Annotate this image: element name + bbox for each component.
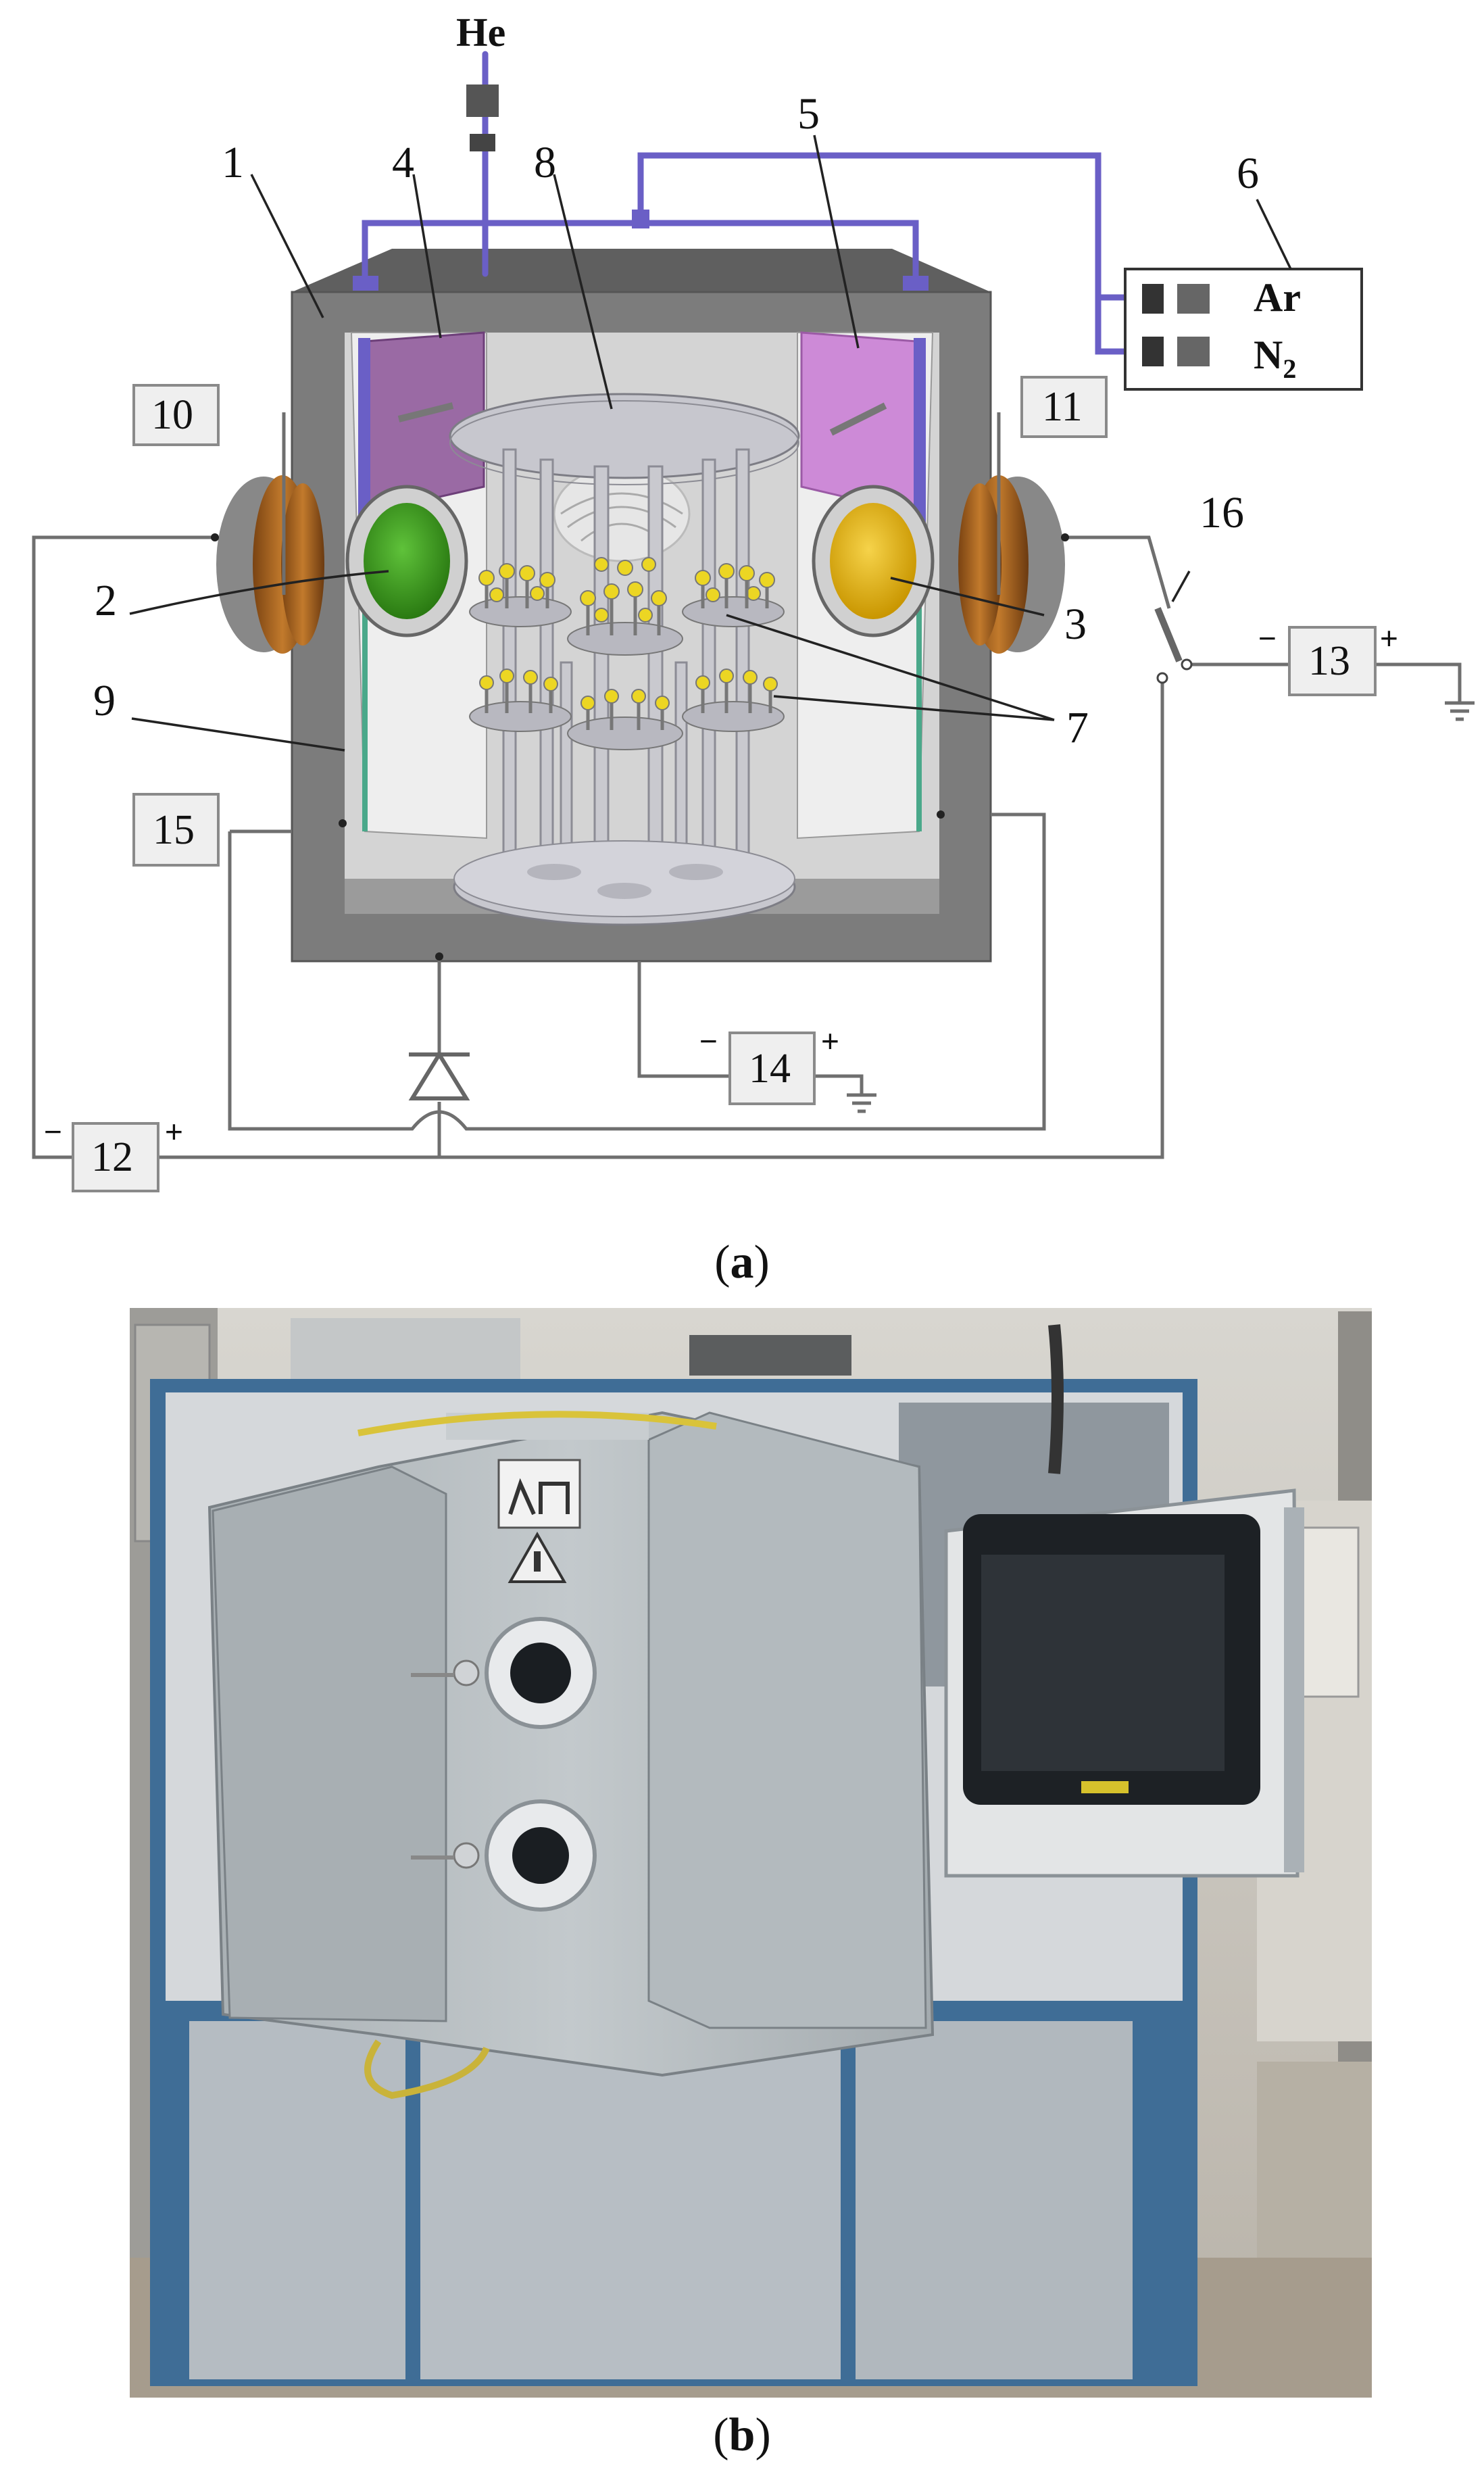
box-13: 13 [1288,626,1377,696]
turntable-top-plate [449,393,800,479]
nitrogen-label: N2 [1254,333,1296,384]
svg-text:−: − [44,1114,62,1149]
box-14: 14 [728,1031,816,1105]
cabinet-panel-1 [189,2021,405,2379]
gas-supply-box [1124,268,1363,391]
callout-16: 16 [1199,488,1244,537]
callout-4: 4 [392,138,414,187]
coil-left [216,475,324,654]
yellow-cable-bottom [364,2039,490,2099]
cabinet-panel-2 [420,2021,841,2379]
svg-text:−: − [1258,621,1277,656]
viewport-upper [411,1617,597,1729]
photo-panel-b: (b) [130,1308,1372,2461]
svg-text:+: + [1380,621,1398,656]
callout-5: 5 [797,89,820,139]
cathode-left-green [364,503,450,619]
shutter-right [800,331,918,515]
svg-text:13: 13 [1308,638,1350,684]
callout-3: 3 [1064,600,1087,649]
svg-text:+: + [821,1023,839,1059]
viewport-lower [411,1799,597,1912]
housing-left-door [212,1465,447,2022]
svg-text:+: + [165,1114,183,1149]
touch-screen [981,1555,1225,1771]
chamber-roof [292,249,991,292]
svg-text:14: 14 [749,1046,791,1092]
callout-9: 9 [93,676,116,725]
cathode-right-yellow [830,503,916,619]
box-10: 10 [132,384,220,446]
yellow-cable-top [357,1411,717,1436]
schematic-panel-a: He Ar N2 [32,10,1475,1288]
svg-text:11: 11 [1042,384,1083,430]
heater-grid [553,465,691,562]
switch-16 [1154,607,1183,662]
satellite-holders [469,557,785,750]
svg-text:15: 15 [153,807,195,853]
callout-6: 6 [1237,149,1259,198]
box-12: 12 [72,1122,159,1192]
argon-label: Ar [1254,275,1301,320]
helium-label: He [456,10,505,55]
callout-7: 7 [1066,703,1089,752]
housing-right-door [647,1411,927,2029]
svg-text:10: 10 [151,392,193,438]
callout-2: 2 [95,576,117,625]
coil-right [958,475,1065,654]
caption-b: (b) [713,2409,771,2461]
gas-lines [353,51,1135,355]
svg-text:12: 12 [91,1134,133,1180]
svg-text:−: − [699,1023,718,1059]
wiring [32,412,1475,1159]
gas-tube-right [914,338,926,561]
control-touch-panel [944,1488,1304,1878]
cabinet-panel-3 [856,2021,1133,2379]
caption-a: (a) [714,1236,770,1288]
callout-8: 8 [534,138,556,187]
callout-leaders [129,135,1292,752]
box-11: 11 [1020,376,1108,438]
box-15: 15 [132,793,220,867]
callout-1: 1 [222,138,244,187]
diode [408,1050,470,1100]
